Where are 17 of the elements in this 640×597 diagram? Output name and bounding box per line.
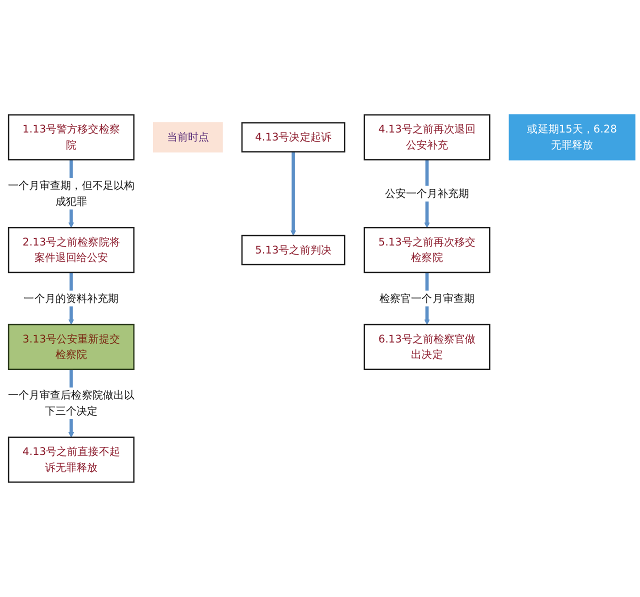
- node-box: 5.13号之前判决: [241, 234, 346, 266]
- edge-label: 一个月审查后检察院做出以下三个决定: [8, 388, 135, 418]
- node-box: 5.13号之前再次移交检察院: [364, 226, 490, 274]
- node-box: 2.13号之前检察院将案件退回给公安: [8, 226, 134, 274]
- node-box: 4.13号决定起诉: [241, 122, 346, 152]
- node-box: 或延期15天，6.28无罪释放: [508, 114, 636, 160]
- edge-label: 一个月审查期，但不足以构成犯罪: [8, 179, 135, 208]
- edge-label: 一个月的资料补充期: [24, 292, 119, 304]
- arrow: [290, 152, 296, 236]
- node-box: 当前时点: [152, 122, 223, 152]
- node-box: 4.13号之前再次退回公安补充: [364, 114, 490, 160]
- node-box: 4.13号之前直接不起诉无罪释放: [8, 436, 134, 483]
- node-box: 1.13号警方移交检察院: [8, 114, 134, 160]
- edge-label: 检察官一个月审查期: [380, 292, 474, 304]
- edge-label: 公安一个月补充期: [384, 187, 470, 200]
- node-box: 3.13号公安重新提交检察院: [8, 324, 134, 370]
- node-box: 6.13号之前检察官做出决定: [364, 324, 490, 370]
